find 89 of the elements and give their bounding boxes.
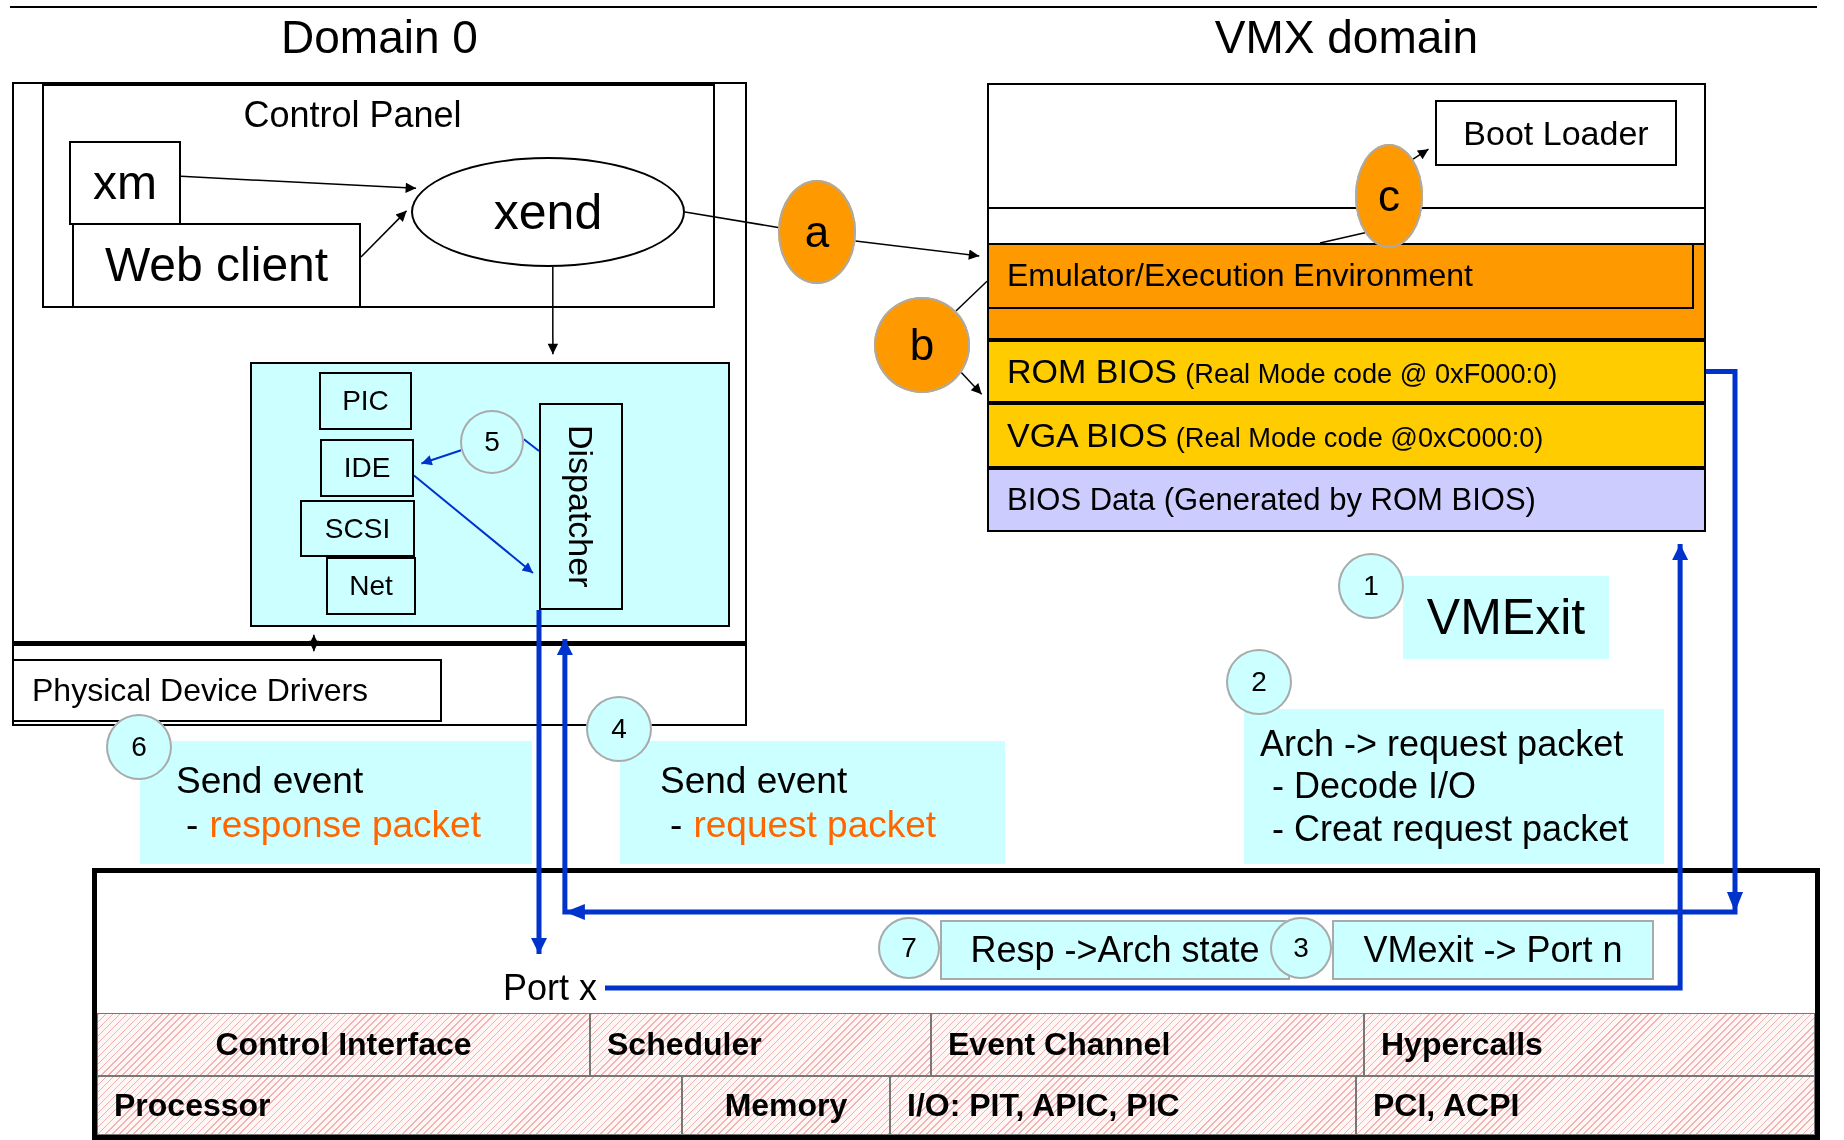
label-text: Resp ->Arch state xyxy=(970,928,1260,972)
label-text: BIOS Data (Generated by ROM BIOS) xyxy=(1007,481,1536,519)
table-cell: I/O: PIT, APIC, PIC xyxy=(890,1076,1356,1135)
layer-band xyxy=(987,243,1706,340)
memory-layer xyxy=(987,403,1706,468)
label-text: a xyxy=(804,206,830,258)
arrow xyxy=(180,175,417,193)
label-text: SCSI xyxy=(324,512,391,545)
label-text: - Decode I/O xyxy=(1272,765,1477,808)
label-text: xm xyxy=(93,154,157,211)
memory-layer xyxy=(987,340,1706,403)
label-text: Web client xyxy=(104,237,329,294)
layer-box xyxy=(987,243,1694,309)
memory-layer xyxy=(987,468,1706,532)
note-box xyxy=(1244,709,1664,864)
arrow xyxy=(531,610,547,954)
label-text: Net xyxy=(349,569,393,603)
connector-line xyxy=(1319,232,1366,244)
label-text: VMexit -> Port n xyxy=(1363,928,1623,972)
label-text: response packet xyxy=(209,802,481,847)
component-box xyxy=(72,223,361,308)
label-text: Send event xyxy=(176,758,364,803)
table-cell: Scheduler xyxy=(590,1013,931,1076)
label-text: (Real Mode code @ 0xF000:0) xyxy=(1185,358,1558,391)
label-text: 1 xyxy=(1363,569,1379,603)
list-dash: - xyxy=(670,802,683,847)
note-box xyxy=(1332,920,1654,980)
label-text: 6 xyxy=(131,730,147,764)
connector-line xyxy=(955,280,988,312)
list-dash: - xyxy=(186,802,199,847)
note-box xyxy=(940,920,1290,980)
label-text: 5 xyxy=(484,425,500,459)
connector-line xyxy=(684,211,779,229)
table-cell: Control Interface xyxy=(97,1013,590,1076)
table-cell: PCI, ACPI xyxy=(1356,1076,1815,1135)
label-text: 4 xyxy=(611,712,627,746)
label-text: Control Panel xyxy=(243,94,462,137)
label-text: VGA BIOS xyxy=(1007,415,1168,456)
label-text: xend xyxy=(493,182,603,242)
callout-circle xyxy=(1355,144,1423,248)
label-text: 3 xyxy=(1293,931,1309,965)
arrow xyxy=(413,474,534,574)
domain-heading: Domain 0 xyxy=(280,12,479,64)
label-text: request packet xyxy=(693,802,937,847)
arrow xyxy=(547,266,559,355)
label-text: VMExit xyxy=(1426,588,1586,647)
table-cell: Event Channel xyxy=(931,1013,1364,1076)
arrow xyxy=(420,449,463,466)
double-arrow xyxy=(308,634,320,652)
table-cell: Processor xyxy=(97,1076,682,1135)
port-label: Port x xyxy=(495,966,605,1010)
control-panel-box xyxy=(42,84,715,308)
table-cell: Memory xyxy=(682,1076,890,1135)
guest-stack-box xyxy=(987,83,1706,532)
label-text: Arch -> request packet xyxy=(1260,722,1624,766)
connector-line xyxy=(522,438,540,452)
label-text: - Creat request packet xyxy=(1272,807,1629,851)
label-text: Send event xyxy=(660,758,848,803)
label-text: Boot Loader xyxy=(1463,112,1649,154)
label-text: Dispatcher xyxy=(561,425,602,588)
arrow xyxy=(360,210,408,258)
label-text: IDE xyxy=(343,451,391,485)
arrow xyxy=(960,371,983,395)
component-box xyxy=(1435,100,1677,166)
label-text: b xyxy=(909,319,935,371)
domain-heading: VMX domain xyxy=(1213,12,1480,64)
label-text: Emulator/Execution Environment xyxy=(1007,257,1473,295)
device-box xyxy=(326,557,416,615)
label-text: Physical Device Drivers xyxy=(32,671,369,710)
label-text: (Real Mode code @0xC000:0) xyxy=(1175,422,1544,455)
label-text: 2 xyxy=(1251,665,1267,699)
label-text: PIC xyxy=(342,384,389,418)
arrow xyxy=(854,240,980,260)
arrow xyxy=(605,544,1689,991)
device-box xyxy=(319,372,412,430)
device-box xyxy=(300,500,415,557)
device-model-panel xyxy=(250,362,730,627)
label-text: ROM BIOS xyxy=(1007,351,1178,392)
arrow xyxy=(1412,148,1430,160)
driver-box xyxy=(12,659,442,722)
step-number-circle xyxy=(1270,917,1332,979)
label-text: c xyxy=(1378,170,1400,222)
table-cell: Hypercalls xyxy=(1364,1013,1815,1076)
note-box xyxy=(1403,576,1609,659)
label-text: 7 xyxy=(901,931,917,965)
component-box xyxy=(69,141,181,225)
dispatcher-box xyxy=(539,403,623,610)
note-box xyxy=(620,741,1005,864)
device-box xyxy=(320,439,414,497)
